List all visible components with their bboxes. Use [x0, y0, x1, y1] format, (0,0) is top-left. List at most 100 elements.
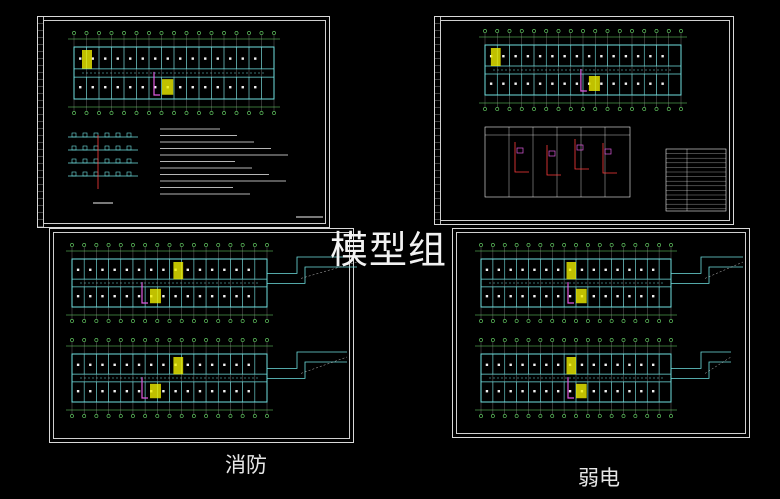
axis-bubble [532, 29, 536, 33]
axis-bubble [122, 111, 126, 115]
axis-bubble [507, 107, 512, 111]
axis-bubble [155, 338, 160, 342]
device-symbol [76, 268, 80, 271]
caption-fire-protection: 消防 [225, 453, 267, 477]
device-symbol [89, 390, 92, 393]
axis-bubble [167, 338, 172, 342]
axis-bubble [159, 111, 164, 115]
axis-bubble [191, 319, 196, 323]
axis-bubble [234, 111, 239, 115]
device-symbol [497, 390, 501, 393]
device-symbol [247, 295, 250, 298]
axis-bubble [122, 31, 126, 35]
device-symbol [600, 55, 603, 58]
axis-bubble [134, 31, 139, 35]
riser-device [126, 132, 132, 138]
device-symbol [216, 86, 219, 89]
device-symbol [575, 82, 579, 85]
system-device [548, 150, 556, 157]
axis-bubble [490, 243, 495, 247]
device-symbol [113, 295, 116, 298]
device-symbol [640, 268, 643, 271]
axis-bubble [228, 414, 233, 418]
axis-bubble [109, 31, 114, 35]
device-symbol [241, 86, 244, 89]
axis-bubble [259, 31, 264, 35]
axis-bubble [502, 338, 507, 342]
riser-device [115, 158, 121, 164]
system-circuit [602, 143, 617, 174]
axis-bubble [483, 107, 487, 111]
system-circuit [514, 142, 529, 173]
device-symbol [556, 390, 560, 393]
device-symbol [137, 390, 141, 393]
stair-block [150, 288, 161, 304]
axis-bubble [645, 338, 650, 342]
axis-bubble [633, 338, 638, 342]
axis-bubble [568, 107, 573, 111]
axis-bubble [581, 29, 585, 33]
sheet-inner-frame [440, 20, 730, 221]
axis-bubble [550, 243, 555, 247]
axis-bubble [252, 338, 257, 342]
device-symbol [101, 295, 104, 298]
axis-bubble [259, 111, 264, 115]
system-device [516, 147, 524, 154]
axis-bubble [106, 243, 111, 247]
axis-bubble [204, 338, 208, 342]
stair-block [566, 357, 576, 375]
axis-bubble [179, 338, 184, 342]
axis-bubble [252, 319, 257, 323]
device-symbol [568, 295, 572, 298]
sheet-inner-frame [456, 232, 746, 434]
axis-bubble [197, 111, 201, 115]
device-symbol [191, 86, 194, 89]
axis-bubble [593, 29, 598, 33]
axis-bubble [645, 243, 650, 247]
device-symbol [141, 86, 144, 89]
device-symbol [485, 390, 489, 393]
device-symbol [640, 295, 643, 298]
drawing-sheet-top-right [434, 16, 734, 225]
axis-bubble [617, 29, 622, 33]
device-symbol [247, 390, 250, 393]
axis-bubble [143, 338, 148, 342]
axis-bubble [94, 338, 99, 342]
axis-bubble [544, 107, 549, 111]
device-symbol [551, 55, 554, 58]
system-table [484, 126, 631, 198]
device-symbol [186, 390, 189, 393]
device-symbol [502, 82, 505, 85]
axis-bubble [502, 319, 507, 323]
axis-bubble [216, 414, 221, 418]
axis-bubble [657, 243, 662, 247]
device-symbol [497, 295, 501, 298]
device-symbol [538, 82, 542, 85]
device-symbol [204, 57, 207, 60]
device-symbol [604, 295, 607, 298]
axis-bubble [597, 243, 602, 247]
device-symbol [76, 390, 80, 393]
corridor-wing [267, 266, 357, 284]
axis-bubble [585, 243, 590, 247]
corridor-wing [671, 351, 731, 369]
axis-bubble [94, 414, 99, 418]
device-symbol [533, 268, 536, 271]
axis-bubble [118, 319, 123, 323]
riser-device [104, 171, 110, 177]
axis-bubble [562, 243, 567, 247]
axis-bubble [526, 319, 531, 323]
axis-bubble [490, 319, 495, 323]
device-symbol [640, 363, 643, 366]
axis-bubble [630, 107, 634, 111]
axis-bubble [228, 319, 233, 323]
axis-bubble [581, 107, 585, 111]
axis-bubble [106, 338, 111, 342]
axis-bubble [240, 319, 245, 323]
axis-bubble [72, 111, 76, 115]
device-symbol [113, 268, 116, 271]
device-symbol [141, 57, 144, 60]
axis-bubble [265, 319, 269, 323]
corridor-wing [267, 256, 357, 274]
device-symbol [628, 390, 631, 393]
